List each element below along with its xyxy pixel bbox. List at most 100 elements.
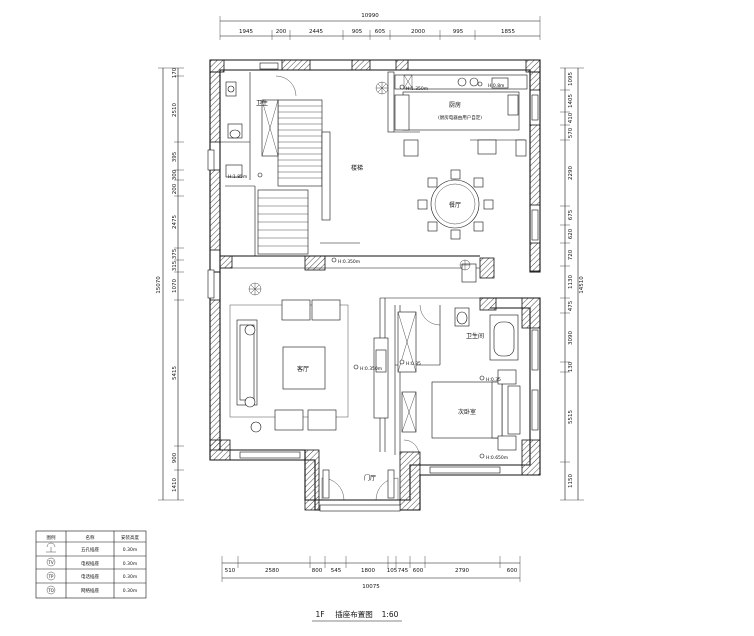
room-dining: 餐厅 [449,201,461,209]
room-bedroom: 次卧室 [458,408,476,416]
kitchen-note: (厨房电器由用户自定) [438,114,482,121]
bottom-dim-8: 600 [413,568,424,574]
tv-socket-icon: TV [46,557,56,567]
left-dim-8: 315 [172,260,178,271]
top-dim-3: 2445 [309,29,323,35]
top-dim-2: 200 [276,29,287,35]
bathroom-fixtures [225,75,297,178]
right-dim-1: 1095 [568,72,574,86]
bottom-dim-10: 600 [507,568,518,574]
annotation-kitchen-1: H:1.350m [406,86,428,92]
bottom-dim-2: 2580 [265,568,279,574]
left-dim-9: 1070 [172,279,178,293]
left-dim-10: 5415 [172,366,178,380]
legend-row-1-name: 五孔插座 [81,546,99,553]
legend-row-4-name: 网络插座 [81,587,99,594]
annotation-bathroom: H:1.85m [228,174,247,180]
left-dim-6: 2475 [172,215,178,229]
svg-text:TV: TV [47,560,53,565]
bottom-dim-6: 105 [387,568,398,574]
annotation-kitchen-2: H:0.8m [488,83,504,89]
dining-table [417,169,494,283]
room-stair-hall: 楼梯 [351,164,363,172]
right-dim-11: 3090 [568,331,574,345]
top-dim-8: 1855 [501,29,515,35]
title-name: 插座布置图 [335,609,373,619]
right-dim-6: 675 [568,209,574,220]
left-dim-1: 170 [172,67,178,78]
room-living: 客厅 [297,365,309,373]
top-dim-5: 605 [375,29,386,35]
annotation-hall: H:0.35 [406,361,421,367]
annotation-living: H:0.350m [360,366,382,372]
bottom-total-dim: 10075 [362,584,380,590]
phone-socket-icon: TP [46,571,56,581]
top-dim-1: 1945 [239,29,253,35]
left-dim-3: 395 [172,151,178,162]
staircase [257,99,360,255]
right-dim-7: 620 [568,228,574,239]
title-floor: 1F [315,610,324,619]
right-total-dim: 14510 [579,276,585,294]
left-dimension-chain: 15070 170 2510 395 300 200 2475 375 315 … [156,67,184,501]
right-dim-4: 570 [568,127,574,138]
drawing-title: 1F 插座布置图 1:60 [312,609,402,622]
right-dim-14: 1150 [568,474,574,488]
bottom-dim-7: 745 [398,568,409,574]
left-dim-2: 2510 [172,103,178,117]
legend-header-name: 名称 [86,534,95,541]
master-bath-fixtures [397,304,519,373]
network-socket-icon: TO [46,585,56,595]
right-dim-8: 720 [568,249,574,260]
right-dim-9: 1130 [568,275,574,289]
top-dim-6: 2000 [411,29,425,35]
living-furniture [229,299,389,433]
bottom-dim-5: 1800 [361,568,375,574]
room-labels: 卫生 楼梯 厨房 (厨房电器由用户自定) 餐厅 客厅 卫生间 次卧室 门厅 [256,99,484,482]
legend-row-4-height: 0.30m [123,588,137,594]
room-entry: 门厅 [364,474,376,482]
legend-row-3-name: 电话插座 [81,573,99,580]
legend-table: 图例 名称 安装高度 五孔插座 0.30m TV 电视插座 0.30m TP 电… [35,530,147,599]
top-dim-4: 905 [352,29,363,35]
right-dim-5: 2290 [568,166,574,180]
svg-text:TP: TP [48,574,54,579]
right-dim-12: 130 [568,361,574,372]
kitchen-fixtures [394,74,528,131]
left-dim-12: 1410 [172,478,178,492]
title-scale: 1:60 [382,610,399,619]
entry-doors [321,469,399,501]
plants [248,81,471,296]
bottom-dim-3: 800 [312,568,323,574]
right-dim-13: 5515 [568,410,574,424]
legend-row-3-height: 0.30m [123,574,137,580]
exterior-walls [207,59,541,512]
legend-row-1-height: 0.30m [123,547,137,553]
room-kitchen: 厨房 [449,101,461,109]
left-dim-11: 900 [172,452,178,463]
left-dim-4: 300 [172,169,178,180]
socket-annotations: H:1.350m H:0.8m H:1.85m H:0.350m H:0.350… [228,81,508,461]
right-dimension-chain: 14510 1095 1405 410 570 2290 675 620 720… [560,67,585,501]
top-dim-7: 995 [453,29,464,35]
bedroom-furniture [401,369,521,456]
legend-header-icon: 图例 [47,534,56,541]
bottom-dimension-chain: 510 2580 800 545 1800 105 745 600 2790 6… [221,556,521,590]
top-total-dim: 10990 [361,13,379,19]
top-dimension-chain: 10990 1945 200 2445 905 605 2000 995 185… [219,13,541,40]
legend-row-2-name: 电视插座 [81,560,99,567]
annotation-stair-hall: H:0.350m [338,259,360,265]
legend-header-height: 安装高度 [121,534,139,541]
bottom-dim-4: 545 [331,568,342,574]
bottom-dim-9: 2790 [455,568,469,574]
right-dim-3: 410 [568,112,574,123]
right-dim-10: 475 [568,300,574,311]
room-bathroom: 卫生 [256,99,268,107]
annotation-bedroom-1: H:0.35 [486,377,501,383]
left-total-dim: 15070 [156,276,162,294]
legend-row-2-height: 0.30m [123,561,137,567]
room-master-bath: 卫生间 [466,332,484,340]
left-dim-7: 375 [172,248,178,259]
left-dim-5: 200 [172,183,178,194]
